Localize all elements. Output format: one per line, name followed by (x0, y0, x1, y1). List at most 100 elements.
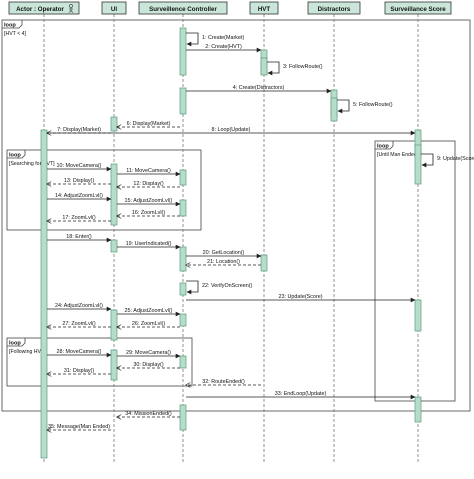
message-label: 23: Update(Score) (278, 294, 322, 300)
message-label: 8: Loop(Update) (212, 127, 251, 133)
message: 10: MoveCamera() (47, 163, 112, 172)
fragment-keyword: loop (9, 153, 21, 159)
message-label: 30: Display() (133, 362, 163, 368)
activation-controller (179, 169, 187, 186)
activation-score (414, 144, 422, 185)
message-label: 22: VerifyOnScreen() (202, 283, 253, 289)
participant-label-operator: Actor : Operator (16, 6, 64, 13)
message-label: 34: MissionEnded() (125, 411, 172, 417)
fragment-guard: [Following HVT] (9, 349, 46, 355)
activation-controller (179, 313, 187, 327)
message-label: 13: Display() (64, 178, 94, 184)
person-icon (68, 4, 74, 13)
activation-hvt (260, 57, 268, 76)
activation-controller (179, 199, 187, 217)
participant-distractors: Distractors (307, 1, 361, 15)
activation-controller (179, 355, 187, 369)
message-label: 27: ZoomLvl() (62, 321, 95, 327)
messages-layer: 1: Create(Market)2: Create(HVT) 3: Follow… (47, 32, 474, 430)
fragment-guard: [Searching for HVT] (9, 161, 55, 167)
message: 23: Update(Score) (186, 294, 416, 303)
activation-ui (110, 239, 118, 253)
activation-ui (110, 116, 118, 132)
participant-label-controller: Surveillence Controller (149, 6, 217, 13)
message-arrow (337, 99, 350, 114)
message: 14: AdjustZoomLvl() (47, 193, 112, 202)
participant-label-distractors: Distractors (318, 6, 351, 13)
message-label: 33: EndLoop(Update) (275, 391, 327, 397)
activation-score (414, 396, 422, 423)
message: 29: MoveCamera() (117, 350, 181, 359)
activation-distractors (330, 97, 338, 122)
message-label: 9: Update(Score) (437, 156, 474, 162)
participant-box-controller (138, 1, 228, 15)
message-label: 3: FollowRoute() (283, 64, 323, 70)
message: 35: Message(Man Ended) (47, 424, 111, 430)
message: 32: RouteEnded() (186, 379, 261, 385)
message: 6: Display(Market) (117, 121, 180, 127)
lifelines-layer (43, 14, 419, 462)
fragment-frame-searching (6, 149, 202, 231)
message-label: 4: Create(Distractors) (233, 85, 285, 91)
headers-layer: Actor : Operator UI Surveillence Controlle… (8, 1, 452, 15)
message: 31: Display() (47, 368, 111, 374)
message-label: 19: UserIndicated() (126, 241, 172, 247)
message: 1: Create(Market) (186, 32, 244, 47)
activation-controller (179, 87, 187, 115)
message: 19: UserIndicated() (117, 241, 181, 250)
participant-box-hvt (249, 1, 279, 15)
activation-score (414, 299, 422, 332)
activations-layer (40, 27, 422, 459)
message: 3: FollowRoute() (267, 61, 323, 76)
participant-score: Surveillance Score (384, 1, 452, 15)
fragment-keyword: loop (4, 23, 16, 29)
message-label: 35: Message(Man Ended) (48, 424, 110, 430)
message: 25: AdjustZoomLvl() (117, 308, 181, 317)
message: 7: Display(Market) (47, 127, 111, 133)
message-label: 21: Location() (207, 259, 240, 265)
message-label: 7: Display(Market) (57, 127, 101, 133)
fragment-tab-searching (7, 150, 26, 159)
fragment-keyword: loop (9, 341, 21, 347)
message-label: 20: GetLocation() (203, 250, 245, 256)
message: 15: AdjustZoomLvl() (117, 198, 181, 207)
activation-controller (179, 27, 187, 76)
activation-hvt (260, 254, 268, 272)
message: 18: Enter() (47, 234, 112, 243)
message-label: 26: ZoomLvl() (132, 321, 165, 327)
message: 2: Create(HVT) (186, 44, 262, 53)
message-label: 31: Display() (64, 368, 94, 374)
participant-box-ui (101, 1, 127, 15)
fragment-frame-outer (1, 19, 471, 412)
message: 16: ZoomLvl() (117, 210, 180, 216)
participant-box-distractors (307, 1, 361, 15)
activation-controller (179, 404, 187, 431)
activation-ui (110, 309, 118, 341)
message-label: 25: AdjustZoomLvl() (125, 308, 173, 314)
activation-operator (40, 129, 48, 459)
message-label: 2: Create(HVT) (205, 44, 242, 50)
message: 24: AdjustZoomLvl() (47, 303, 112, 312)
message: 33: EndLoop(Update) (186, 391, 416, 400)
participant-hvt: HVT (249, 1, 279, 15)
participant-label-hvt: HVT (258, 6, 271, 13)
message-label: 6: Display(Market) (127, 121, 171, 127)
message: 20: GetLocation() (186, 250, 262, 259)
fragment-tab-outer (2, 20, 23, 29)
participant-label-ui: UI (111, 6, 117, 13)
fragment-searching: loop [Searching for HVT] (6, 149, 202, 231)
message: 11: MoveCamera() (117, 168, 181, 177)
message-label: 15: AdjustZoomLvl() (125, 198, 173, 204)
message: 26: ZoomLvl() (117, 321, 180, 327)
message: 27: ZoomLvl() (47, 321, 111, 327)
message-arrow (186, 32, 199, 47)
fragment-frame-following (6, 337, 193, 387)
participant-box-score (384, 1, 452, 15)
message: 21: Location() (186, 259, 261, 265)
message-label: 5: FollowRoute() (353, 102, 393, 108)
participant-box-operator (8, 1, 80, 15)
fragment-tab-following (7, 338, 26, 347)
fragment-guard: [HVT < 4] (4, 31, 27, 37)
